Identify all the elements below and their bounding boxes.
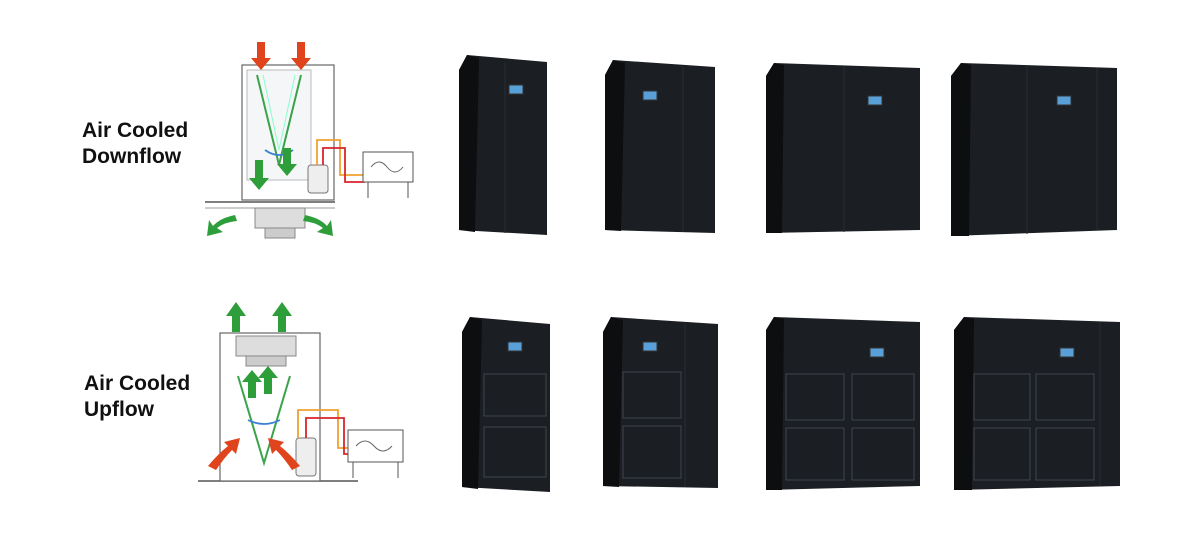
label-line1: Air Cooled bbox=[84, 372, 191, 395]
cabinet-upflow-4 bbox=[950, 312, 1125, 494]
cabinet-upflow-3 bbox=[760, 312, 925, 494]
row-label-downflow: Air Cooled Downflow bbox=[82, 118, 188, 170]
label-line2: Upflow bbox=[84, 398, 154, 421]
cabinet-upflow-1 bbox=[450, 312, 555, 497]
row-label-upflow: Air Cooled Upflow bbox=[84, 371, 190, 423]
cabinet-downflow-4 bbox=[947, 58, 1122, 238]
cabinet-downflow-2 bbox=[595, 55, 720, 240]
label-line1: Air Cooled bbox=[82, 119, 189, 142]
downflow-airflow-diagram bbox=[205, 40, 435, 240]
label-line2: Downflow bbox=[82, 145, 182, 168]
cabinet-downflow-1 bbox=[447, 50, 552, 240]
cabinet-downflow-3 bbox=[760, 58, 925, 238]
upflow-airflow-diagram bbox=[198, 298, 428, 493]
cabinet-upflow-2 bbox=[593, 312, 723, 494]
